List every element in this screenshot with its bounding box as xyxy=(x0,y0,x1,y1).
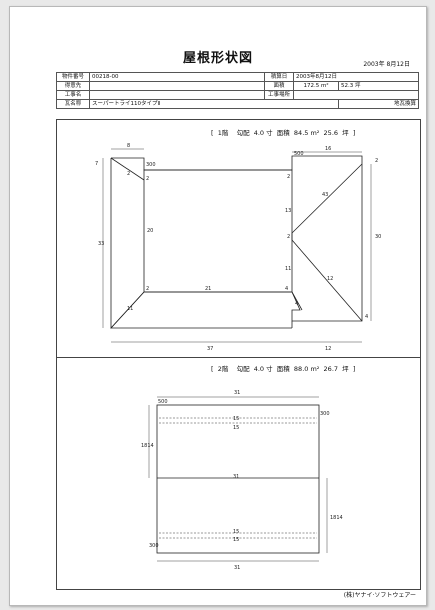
floor2-header: [ 2階 勾配 4.0 寸 面積 88.0 m² 26.7 坪 ] xyxy=(211,363,355,373)
dim-text: 2 xyxy=(287,234,290,240)
dim-text: 31 xyxy=(233,474,239,480)
dim-text: 300 xyxy=(146,162,156,168)
dim-text: 15 xyxy=(233,416,239,422)
dim-text: 300 xyxy=(149,543,159,549)
floor1-area-label: 面積 xyxy=(276,129,290,137)
company-footer: (株)ヤナイ·ソフトウェアー xyxy=(343,592,416,599)
dim-text: 2 xyxy=(146,286,149,292)
label-property-no: 物件番号 xyxy=(56,72,90,82)
floor1-pitch: 4.0 寸 xyxy=(253,129,273,137)
floor2-tsubo-unit: 坪 xyxy=(342,365,349,373)
value-customer xyxy=(89,81,265,91)
dim-text: 11 xyxy=(127,306,133,312)
value-project-name xyxy=(89,90,265,100)
dim-text: 16 xyxy=(325,146,331,152)
dim-text: 13 xyxy=(285,208,291,214)
label-project-site: 工事場所 xyxy=(264,90,294,100)
page-title: 屋根形状図 xyxy=(182,51,253,66)
value-project-site xyxy=(293,90,419,100)
floor2-tsubo: 26.7 xyxy=(323,365,339,373)
floor1-roof-diagram: 8 16 500 300 33 37 12 30 4 20 21 43 13 2… xyxy=(95,143,381,352)
label-customer: 得意先 xyxy=(56,81,90,91)
dim-text: 15 xyxy=(233,425,239,431)
dim-text: 7 xyxy=(95,161,98,167)
dim-text: 4 xyxy=(285,286,288,292)
info-table: 物件番号 00218-00 積算日 2003年8月12日 得意先 面積 172.… xyxy=(56,72,419,109)
floor2-area: 88.0 m² xyxy=(293,365,320,373)
value-property-no: 00218-00 xyxy=(89,72,265,82)
label-tile-name: 瓦名称 xyxy=(56,99,90,109)
dim-text: 12 xyxy=(325,346,331,352)
drawing-sheet: [ 1階 勾配 4.0 寸 面積 84.5 m² 25.6 坪 ] [ 2階 勾… xyxy=(56,119,421,590)
dim-text: 31 xyxy=(234,565,240,571)
dim-text: 33 xyxy=(98,241,104,247)
dim-text: 43 xyxy=(322,192,328,198)
bracket-open: [ xyxy=(211,129,214,137)
table-row: 物件番号 00218-00 積算日 2003年8月12日 xyxy=(56,72,419,82)
issue-date: 2003年 8月12日 xyxy=(363,61,410,68)
dim-text: 4 xyxy=(365,314,368,320)
value-conversion: 地瓦換算 xyxy=(338,99,419,109)
dim-text: 1814 xyxy=(330,515,343,521)
table-row: 工事名 工事場所 xyxy=(56,90,419,100)
floor1-tsubo: 25.6 xyxy=(323,129,339,137)
value-area-m2: 172.5 m² xyxy=(293,81,339,91)
dim-text: 15 xyxy=(233,529,239,535)
dim-text: 4 xyxy=(295,301,298,307)
document-page: 屋根形状図 2003年 8月12日 物件番号 00218-00 積算日 2003… xyxy=(9,6,427,606)
floor1-area: 84.5 m² xyxy=(293,129,320,137)
floor2-pitch-label: 勾配 xyxy=(236,365,250,373)
dim-text: 500 xyxy=(158,399,168,405)
floor1-header: [ 1階 勾配 4.0 寸 面積 84.5 m² 25.6 坪 ] xyxy=(211,127,355,137)
dim-text: 1814 xyxy=(141,443,154,449)
dim-text: 12 xyxy=(327,276,333,282)
dim-text: 21 xyxy=(205,286,211,292)
label-area: 面積 xyxy=(264,81,294,91)
value-tile-name: スーパートライ110タイプⅡ xyxy=(89,99,339,109)
dim-text: 500 xyxy=(294,151,304,157)
value-estimate-date: 2003年8月12日 xyxy=(293,72,419,82)
dim-text: 2 xyxy=(287,174,290,180)
dim-text: 300 xyxy=(320,411,330,417)
floor1-pitch-label: 勾配 xyxy=(236,129,250,137)
value-area-tsubo: 52.3 坪 xyxy=(338,81,419,91)
bracket-close: ] xyxy=(352,365,356,373)
floor-divider xyxy=(57,357,420,358)
dim-text: 2 xyxy=(127,171,130,177)
dim-text: 15 xyxy=(233,537,239,543)
dim-text: 20 xyxy=(147,228,153,234)
floor2-area-label: 面積 xyxy=(276,365,290,373)
floor1-tsubo-unit: 坪 xyxy=(342,129,349,137)
dim-text: 8 xyxy=(127,143,130,149)
dim-text: 37 xyxy=(207,346,213,352)
dim-text: 31 xyxy=(234,390,240,396)
dim-text: 30 xyxy=(375,234,381,240)
label-estimate-date: 積算日 xyxy=(264,72,294,82)
dim-text: 2 xyxy=(375,158,378,164)
floor2-label: 2階 xyxy=(217,365,229,373)
label-project-name: 工事名 xyxy=(56,90,90,100)
dim-text: 2 xyxy=(146,176,149,182)
dim-text: 11 xyxy=(285,266,291,272)
bracket-close: ] xyxy=(352,129,356,137)
floor2-roof-diagram: 31 500 300 15 15 31 15 15 31 300 1814 18… xyxy=(141,390,343,571)
table-row: 瓦名称 スーパートライ110タイプⅡ 地瓦換算 xyxy=(56,99,419,109)
table-row: 得意先 面積 172.5 m² 52.3 坪 xyxy=(56,81,419,91)
floor2-pitch: 4.0 寸 xyxy=(253,365,273,373)
bracket-open: [ xyxy=(211,365,214,373)
floor1-label: 1階 xyxy=(217,129,229,137)
